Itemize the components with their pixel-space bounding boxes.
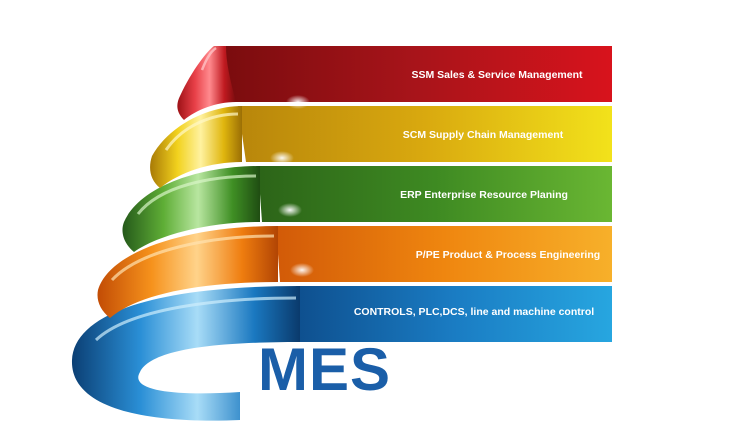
band-controls [296, 286, 612, 342]
band-scm [238, 106, 612, 162]
glow-highlight [270, 151, 294, 165]
band-ppe [276, 226, 612, 282]
band-label-erp: ERP Enterprise Resource Planing [400, 189, 568, 201]
glow-highlight [286, 95, 310, 109]
cone-ring-yellow [150, 106, 242, 188]
band-erp [258, 166, 612, 222]
cone-ring-blue [71, 286, 300, 421]
glow-highlight [278, 203, 302, 217]
band-ssm [222, 46, 612, 102]
cone-ring-red [177, 46, 236, 120]
cone-ring-orange [97, 226, 278, 318]
band-label-ppe: P/PE Product & Process Engineering [416, 249, 600, 261]
cone-ring-green [122, 166, 260, 252]
glow-highlight [290, 263, 314, 277]
band-label-ssm: SSM Sales & Service Management [412, 69, 583, 81]
page-title: MES [258, 336, 392, 403]
band-label-controls: CONTROLS, PLC,DCS, line and machine cont… [354, 306, 594, 318]
band-label-scm: SCM Supply Chain Management [403, 129, 564, 141]
